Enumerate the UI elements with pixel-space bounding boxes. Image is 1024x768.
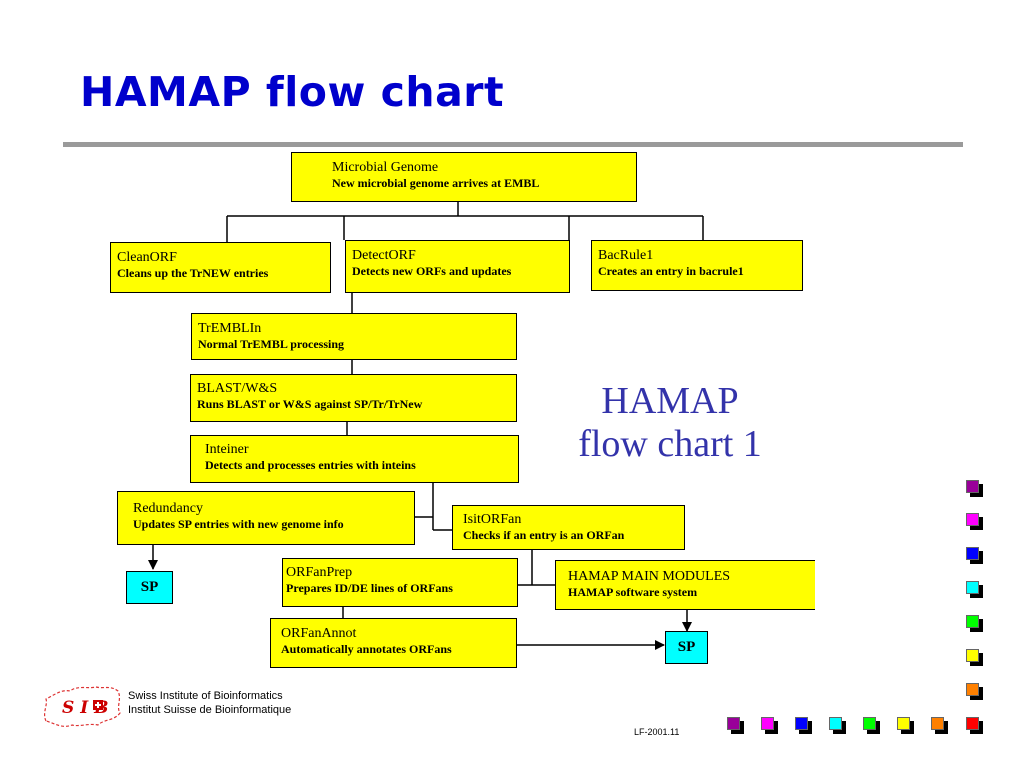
footer-institute: Swiss Institute of Bioinformatics Instit…	[128, 689, 291, 717]
box-description: Cleans up the TrNEW entries	[117, 266, 269, 280]
box-title: HAMAP MAIN MODULES	[568, 569, 731, 584]
sp-box-left: SP	[126, 571, 173, 604]
sp-box-right: SP	[665, 631, 708, 664]
decor-square-yellow	[897, 717, 910, 730]
decor-square-red	[966, 717, 979, 730]
box-microbial-genome: Microbial Genome New microbial genome ar…	[291, 152, 637, 202]
box-title: DetectORF	[352, 248, 416, 263]
box-title: Redundancy	[133, 501, 203, 516]
box-redundancy: Redundancy Updates SP entries with new g…	[117, 491, 415, 545]
decor-square-cyan	[966, 581, 979, 594]
box-tremblin: TrEMBLIn Normal TrEMBL processing	[191, 313, 517, 360]
box-description: Detects new ORFs and updates	[352, 264, 512, 278]
box-orfanprep: ORFanPrep Prepares ID/DE lines of ORFans	[282, 558, 518, 607]
box-blast: BLAST/W&S Runs BLAST or W&S against SP/T…	[190, 374, 517, 422]
institute-name-fr: Institut Suisse de Bioinformatique	[128, 704, 292, 716]
slide-code: LF-2001.11	[634, 727, 680, 737]
box-description: HAMAP software system	[568, 585, 698, 599]
box-title: IsitORFan	[463, 512, 522, 527]
decor-square-magenta	[966, 513, 979, 526]
decor-square-blue	[795, 717, 808, 730]
box-detectorf: DetectORF Detects new ORFs and updates	[345, 240, 570, 293]
box-title: BLAST/W&S	[197, 381, 278, 396]
decor-square-green	[966, 615, 979, 628]
box-title: Inteiner	[205, 442, 249, 457]
box-description: Creates an entry in bacrule1	[598, 264, 744, 278]
decor-square-cyan	[829, 717, 842, 730]
decor-square-yellow	[966, 649, 979, 662]
decor-square-purple	[966, 480, 979, 493]
decor-square-purple	[727, 717, 740, 730]
box-description: New microbial genome arrives at EMBL	[332, 176, 540, 190]
box-orfanannot: ORFanAnnot Automatically annotates ORFan…	[270, 618, 517, 668]
box-description: Detects and processes entries with intei…	[205, 458, 416, 472]
decor-square-magenta	[761, 717, 774, 730]
box-description: Updates SP entries with new genome info	[133, 517, 344, 531]
box-description: Prepares ID/DE lines of ORFans	[286, 581, 453, 595]
box-cleanorf: CleanORF Cleans up the TrNEW entries	[110, 242, 331, 293]
box-title: Microbial Genome	[332, 160, 439, 175]
institute-name-en: Swiss Institute of Bioinformatics	[128, 690, 283, 702]
box-description: Automatically annotates ORFans	[281, 642, 452, 656]
box-title: ORFanAnnot	[281, 626, 357, 641]
box-inteiner: Inteiner Detects and processes entries w…	[190, 435, 519, 483]
box-title: CleanORF	[117, 250, 177, 265]
box-description: Checks if an entry is an ORFan	[463, 528, 625, 542]
diagram-caption: HAMAP flow chart 1	[540, 380, 800, 466]
box-hamap-main-modules: HAMAP MAIN MODULES HAMAP software system	[555, 560, 815, 610]
box-bacrule1: BacRule1 Creates an entry in bacrule1	[591, 240, 803, 291]
caption-line-2: flow chart 1	[578, 423, 762, 465]
title-divider	[63, 142, 963, 147]
decor-square-orange	[966, 683, 979, 696]
decor-square-green	[863, 717, 876, 730]
box-title: BacRule1	[598, 248, 654, 263]
box-isitorfan: IsitORFan Checks if an entry is an ORFan	[452, 505, 685, 550]
box-description: Normal TrEMBL processing	[198, 337, 345, 351]
box-description: Runs BLAST or W&S against SP/Tr/TrNew	[197, 397, 423, 411]
box-title: TrEMBLIn	[198, 321, 262, 336]
decor-square-orange	[931, 717, 944, 730]
slide-title: HAMAP flow chart	[80, 68, 505, 116]
caption-line-1: HAMAP	[601, 380, 739, 422]
sib-logo: S I B	[43, 686, 121, 727]
decor-square-blue	[966, 547, 979, 560]
box-title: ORFanPrep	[286, 565, 353, 580]
